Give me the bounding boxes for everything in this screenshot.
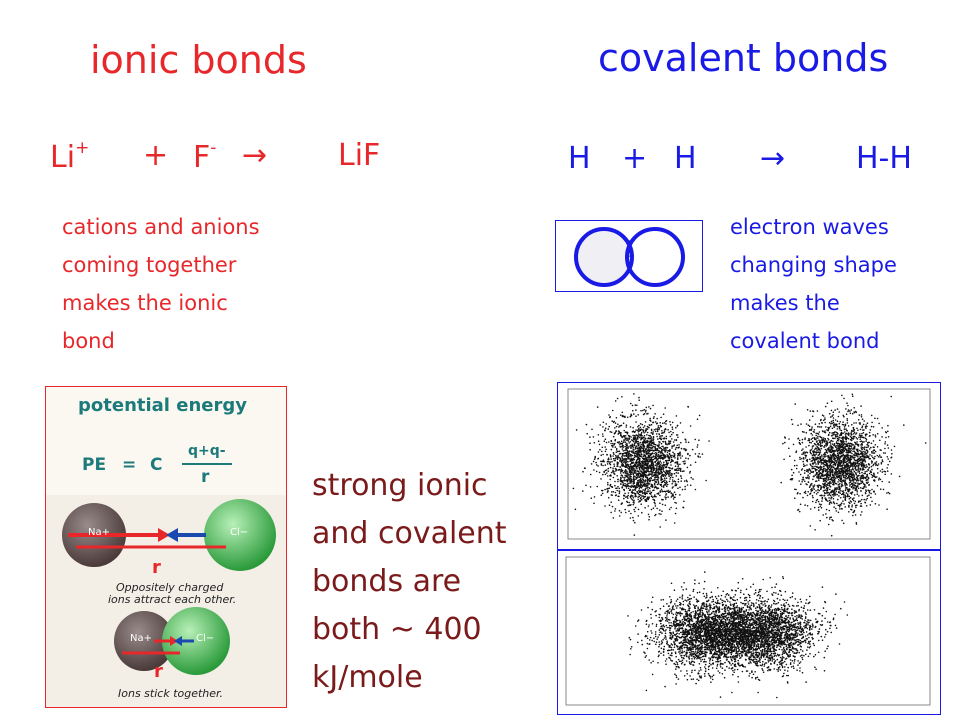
covalent-reaction-arrow: → [760, 141, 786, 176]
chloride-label-top: Cl− [230, 527, 249, 538]
pe-lhs: PE [82, 455, 107, 475]
overlapping-orbitals-box [555, 220, 703, 292]
conclusion-line: both ~ 400 [312, 612, 482, 647]
ionic-product-lif: LiF [338, 138, 381, 173]
ionic-description: cations and anions coming together makes… [62, 208, 322, 360]
pe-denominator: r [201, 467, 210, 487]
ionic-description-line: bond [62, 329, 115, 353]
pe-equals: = [122, 455, 137, 475]
sodium-label-bottom: Na+ [130, 633, 152, 644]
overlapping-orbitals-icon [574, 227, 685, 287]
covalent-reactant-h2: H [674, 141, 697, 176]
conclusion-text: strong ionic and covalent bonds are both… [312, 462, 552, 702]
bonded-hydrogen-cloud [565, 556, 931, 706]
ionic-reactant-li: Li+ [50, 138, 90, 175]
covalent-description-line: electron waves [730, 215, 889, 239]
pe-constant: C [150, 455, 163, 475]
ionic-description-line: coming together [62, 253, 237, 277]
separate-atoms-density-panel [557, 382, 941, 550]
caption-attract-line1: Oppositely charged [116, 581, 224, 594]
bonded-molecule-density-panel [557, 550, 941, 715]
ionic-potential-energy-figure: potential energy PE = C q+q- r [45, 386, 287, 708]
ionic-reaction-arrow: → [242, 138, 268, 173]
conclusion-line: strong ionic [312, 468, 488, 503]
chloride-label-bottom: Cl− [196, 633, 215, 644]
sodium-ion-bottom [114, 611, 174, 671]
chloride-ion-top [204, 499, 276, 571]
sodium-label-top: Na+ [88, 527, 110, 538]
ionic-bonds-title: ionic bonds [90, 38, 307, 82]
conclusion-line: and covalent [312, 516, 507, 551]
conclusion-line: bonds are [312, 564, 462, 599]
ionic-description-line: makes the ionic [62, 291, 228, 315]
pe-figure-title: potential energy [78, 395, 247, 416]
ion-attraction-illustration [46, 495, 286, 707]
covalent-plus-sign: + [622, 141, 648, 176]
pe-numerator: q+q- [188, 443, 226, 459]
separate-hydrogen-clouds [567, 388, 931, 540]
covalent-description: electron waves changing shape makes the … [730, 208, 950, 360]
covalent-reactant-h1: H [568, 141, 591, 176]
ionic-reactant-f: F- [193, 138, 217, 175]
conclusion-line: kJ/mole [312, 660, 423, 695]
caption-stick-together: Ions stick together. [118, 687, 224, 700]
ionic-description-line: cations and anions [62, 215, 260, 239]
chloride-ion-bottom [162, 607, 230, 675]
covalent-bonds-title: covalent bonds [598, 36, 889, 80]
ionic-plus-sign: + [143, 138, 169, 173]
distance-label-top: r [152, 557, 161, 578]
pe-fraction-bar [182, 463, 232, 465]
caption-attract-line2: ions attract each other. [108, 593, 237, 606]
covalent-description-line: covalent bond [730, 329, 880, 353]
distance-label-bottom: r [154, 661, 163, 682]
covalent-description-line: makes the [730, 291, 840, 315]
covalent-product-hh: H-H [856, 141, 912, 176]
covalent-description-line: changing shape [730, 253, 897, 277]
